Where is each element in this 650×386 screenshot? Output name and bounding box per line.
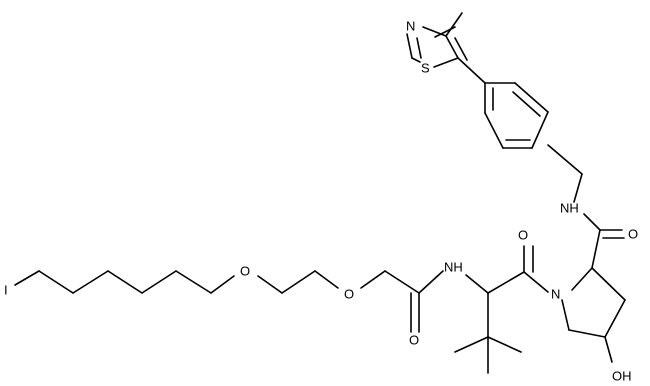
atom-label: O (344, 287, 354, 302)
bond (531, 111, 549, 149)
bond (465, 274, 489, 294)
bond (257, 275, 283, 294)
atom-label: N (406, 19, 415, 34)
bond (454, 37, 468, 61)
bond (561, 299, 570, 331)
bond (360, 270, 386, 289)
bond (457, 57, 486, 84)
atom-label: O (628, 227, 638, 242)
bond (604, 336, 613, 363)
bond (445, 35, 459, 59)
atom-labels: N S NH O O N OH NH O O O I (4, 19, 638, 384)
bond (314, 270, 339, 289)
bond (487, 271, 525, 294)
bond (14, 270, 40, 286)
atom-label: N (551, 287, 560, 302)
bond (107, 270, 143, 294)
bond (406, 33, 413, 59)
bond (547, 144, 583, 175)
atom-label: I (4, 283, 8, 298)
bond (583, 213, 601, 231)
bond (433, 57, 459, 68)
bond (523, 271, 549, 293)
bond (591, 267, 626, 301)
bond (445, 12, 463, 37)
bonds (14, 12, 626, 374)
atom-label: O (518, 228, 528, 243)
bond (141, 270, 177, 294)
bond (573, 173, 583, 203)
atom-label: OH (612, 369, 632, 384)
bond (175, 270, 212, 294)
bond (281, 270, 316, 294)
bond (514, 82, 549, 113)
bond (210, 275, 235, 294)
bond (72, 270, 109, 294)
bond (484, 112, 504, 149)
bond (416, 37, 422, 59)
bond (512, 91, 541, 117)
bond (487, 336, 522, 353)
bond (418, 270, 444, 294)
bond (384, 270, 420, 294)
atom-label: O (240, 264, 250, 279)
bond (422, 26, 447, 37)
bond (604, 299, 626, 338)
atom-label: NH (560, 201, 579, 216)
bond (38, 270, 74, 294)
atom-label: S (421, 61, 430, 76)
bond (571, 267, 593, 291)
atom-label: NH (444, 260, 463, 275)
bond (411, 57, 421, 63)
bond (591, 229, 601, 269)
atom-label: O (409, 333, 419, 348)
bond (454, 336, 489, 353)
bond (568, 329, 606, 338)
